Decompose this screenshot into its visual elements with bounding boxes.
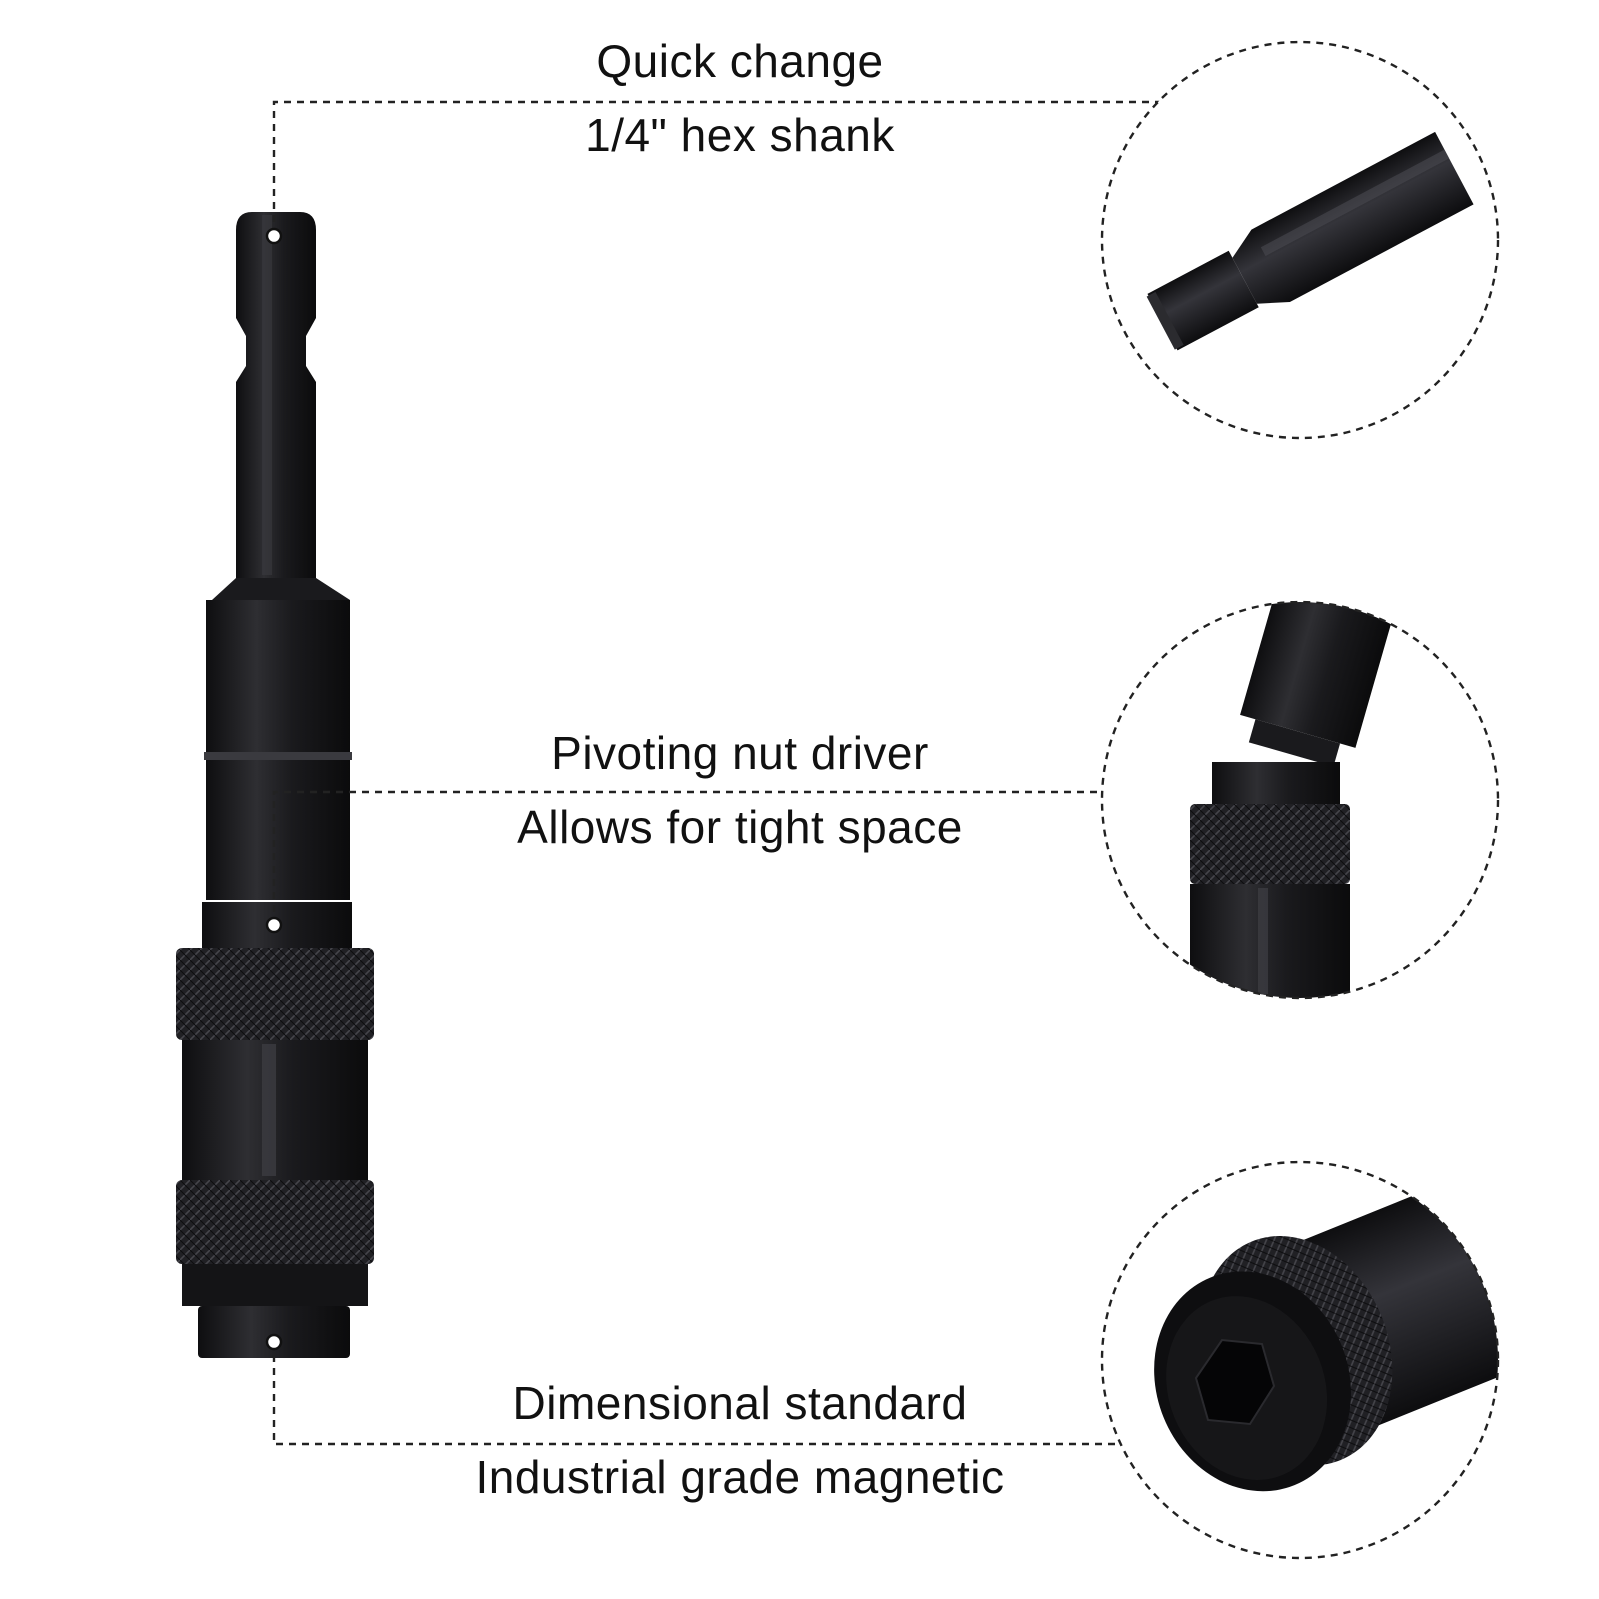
leader-lines xyxy=(272,100,1160,1446)
callout-magnetic: Dimensional standard Industrial grade ma… xyxy=(420,1380,1060,1500)
end-cap-shape xyxy=(198,1306,350,1358)
anchor-dot-hex-shank xyxy=(265,227,283,245)
hex-tip-shape xyxy=(236,212,316,578)
lower-knurl-ring-shape xyxy=(176,1180,374,1264)
barrel-flat-highlight xyxy=(262,1044,276,1176)
body-groove-shape xyxy=(204,752,352,760)
callout-hex-shank: Quick change 1/4" hex shank xyxy=(420,38,1060,158)
anchor-dot-magnetic xyxy=(265,1333,283,1351)
callout-title: Dimensional standard xyxy=(512,1377,968,1429)
hex-shank-closeup-icon xyxy=(1100,40,1500,440)
hex-socket-opening xyxy=(1194,1338,1276,1426)
pivoting-nut-driver-tool xyxy=(176,212,374,1358)
pivot-joint-closeup-icon xyxy=(1100,600,1500,1000)
callout-title: Pivoting nut driver xyxy=(551,727,929,779)
callout-subtitle: Industrial grade magnetic xyxy=(475,1451,1005,1503)
upper-body-shape xyxy=(206,600,350,900)
callout-subtitle: Allows for tight space xyxy=(517,801,963,853)
hex-shank-facet xyxy=(262,215,272,575)
magnetic-socket-closeup-icon xyxy=(1100,1160,1500,1560)
callout-pivot: Pivoting nut driver Allows for tight spa… xyxy=(420,730,1060,850)
shank-collar-shape xyxy=(212,578,350,600)
leader-line-hex-shank xyxy=(272,100,1160,235)
anchor-dot-pivot xyxy=(265,916,283,934)
upper-knurl-ring-shape xyxy=(176,948,374,1040)
leader-line-pivot xyxy=(272,790,1102,925)
callout-title: Quick change xyxy=(596,35,884,87)
callout-subtitle: 1/4" hex shank xyxy=(585,109,895,161)
anchor-dots xyxy=(265,227,283,1351)
leader-line-magnetic xyxy=(272,1342,1116,1446)
lower-collar-shape xyxy=(182,1264,368,1306)
